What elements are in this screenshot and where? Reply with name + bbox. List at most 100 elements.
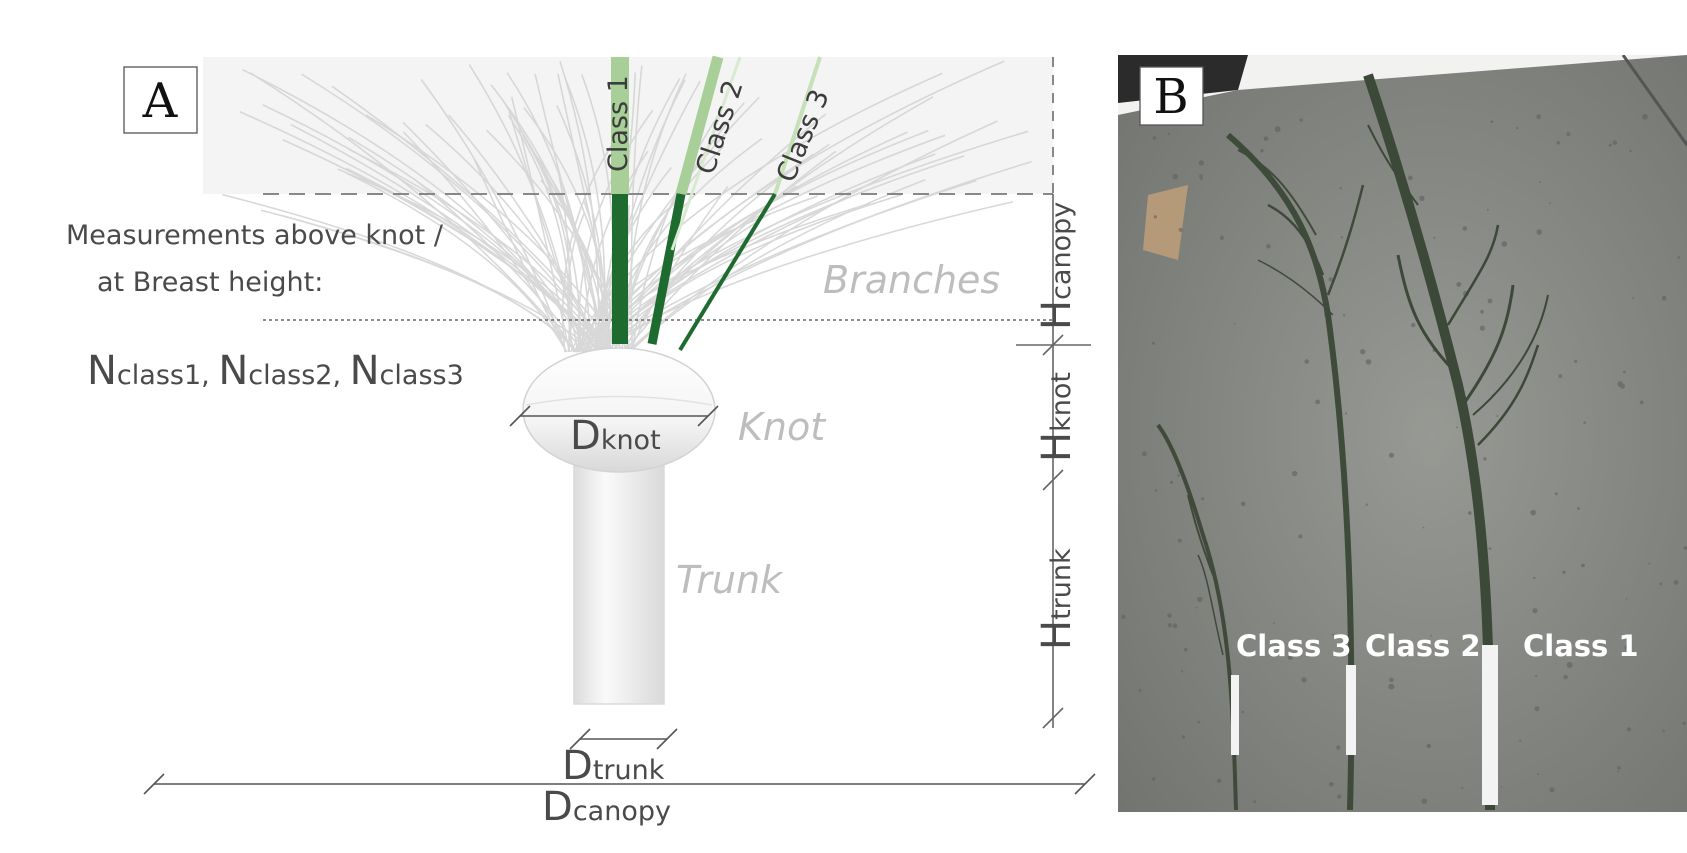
- wood-block: [1143, 185, 1188, 260]
- floor-speckle: [1533, 576, 1536, 580]
- floor-speckle: [1430, 634, 1432, 637]
- background-branch: [301, 73, 610, 353]
- background-branch: [631, 112, 721, 353]
- floor-speckle: [1178, 227, 1183, 232]
- background-branch: [508, 111, 586, 353]
- floor-speckle: [1549, 202, 1551, 205]
- floor-speckle: [1219, 235, 1224, 240]
- floor-speckle: [1632, 297, 1635, 299]
- measurement-text-line-1: Measurements above knot /: [66, 220, 444, 251]
- floor-speckle: [1287, 654, 1293, 660]
- floor-speckle: [1344, 412, 1348, 415]
- floor-speckle: [1682, 721, 1686, 726]
- floor-speckle: [1617, 766, 1621, 770]
- floor-speckle: [1617, 770, 1619, 773]
- floor-speckle: [1426, 743, 1432, 749]
- floor-speckle: [1233, 322, 1236, 325]
- background-branch: [242, 68, 589, 353]
- floor-speckle: [1250, 652, 1254, 657]
- floor-speckle: [1566, 662, 1573, 668]
- floor-speckle: [1535, 675, 1538, 678]
- floor-speckle: [1411, 322, 1416, 328]
- floor-speckle: [1184, 648, 1188, 652]
- floor-speckle: [1629, 149, 1632, 153]
- photo-class-2-branch: [1226, 132, 1365, 811]
- floor-speckle: [1648, 562, 1651, 565]
- floor-speckle: [1626, 727, 1632, 732]
- photo-class-3-branch: [1156, 423, 1239, 811]
- floor-speckle: [1486, 208, 1489, 211]
- floor-speckle: [1315, 399, 1320, 405]
- floor-speckle: [1490, 120, 1494, 124]
- background-branch: [623, 150, 837, 353]
- floor-speckle: [1388, 452, 1395, 458]
- floor-speckle: [1456, 426, 1458, 429]
- background-branch: [523, 107, 610, 353]
- class-1-branch: [611, 57, 629, 344]
- floor-speckle: [1539, 181, 1541, 184]
- background-branch: [626, 120, 998, 353]
- floor-speckle: [1574, 359, 1578, 363]
- panel-b-letter-box: [1139, 66, 1204, 126]
- panel-a-diagram: A Class 1 Class 2 Class 3 Measurements a…: [66, 55, 1096, 830]
- floor-speckle: [1266, 244, 1271, 249]
- floor-speckle: [1299, 118, 1303, 122]
- floor-speckle: [1536, 114, 1542, 120]
- floor-speckle: [1625, 597, 1628, 600]
- floor-speckle: [1479, 325, 1485, 331]
- floor-speckle: [1462, 226, 1468, 231]
- h-canopy-label: Hcanopy: [1034, 202, 1080, 330]
- floor-speckle: [1639, 400, 1644, 405]
- floor-speckle: [1536, 229, 1543, 235]
- floor-speckle: [1537, 773, 1540, 776]
- background-branch: [331, 85, 621, 353]
- background-branch: [222, 193, 578, 353]
- floor-speckle: [1260, 149, 1264, 153]
- floor-speckle: [1304, 359, 1309, 364]
- background-branch: [602, 160, 1032, 353]
- d-knot-label: Dknot: [570, 413, 661, 459]
- background-branch: [596, 200, 1014, 353]
- floor-speckle: [1263, 136, 1269, 141]
- background-branch: [581, 150, 649, 353]
- panel-a-letter-box: [123, 66, 198, 134]
- floor-speckle: [1487, 298, 1493, 304]
- concrete-floor: [1118, 55, 1687, 812]
- floor-speckle: [1433, 236, 1436, 239]
- floor-speckle: [1197, 720, 1201, 724]
- floor-speckle: [1683, 546, 1687, 550]
- floor-speckle: [1563, 674, 1568, 680]
- floor-speckle: [1197, 596, 1203, 603]
- trunk-label: Trunk: [676, 558, 784, 602]
- photo-class-1-branch: [1363, 73, 1549, 811]
- floor-speckle: [1151, 341, 1155, 345]
- trunk-shape: [573, 451, 665, 705]
- background-branch: [573, 153, 815, 353]
- floor-speckle: [1360, 349, 1366, 355]
- floor-speckle: [1181, 735, 1186, 739]
- floor-speckle: [1623, 370, 1626, 374]
- floor-speckle: [1617, 381, 1624, 387]
- floor-speckle: [1332, 633, 1335, 636]
- floor-speckle: [1291, 470, 1298, 477]
- background-branch: [534, 73, 609, 353]
- floor-speckle: [1532, 608, 1538, 614]
- floor-speckle: [1408, 175, 1413, 181]
- panel-b-letter: B: [1153, 69, 1188, 125]
- background-branch: [250, 72, 578, 353]
- floor-speckle: [1500, 786, 1503, 788]
- floor-speckle: [1556, 141, 1561, 145]
- floor-speckle: [1121, 614, 1126, 619]
- floor-speckle: [1336, 745, 1341, 750]
- h-knot-label: Hknot: [1034, 372, 1080, 462]
- floor-speckle: [1558, 374, 1563, 379]
- d-trunk-label: Dtrunk: [562, 743, 665, 789]
- floor-speckle: [1488, 547, 1492, 550]
- floor-speckle: [1195, 606, 1198, 609]
- photo-class-3-label: Class 3: [1236, 629, 1352, 663]
- floor-speckle: [1422, 526, 1425, 529]
- floor-speckle: [1301, 677, 1307, 683]
- class-3-branch: [670, 56, 822, 352]
- floor-speckle: [1328, 277, 1333, 282]
- floor-speckle: [1421, 798, 1428, 804]
